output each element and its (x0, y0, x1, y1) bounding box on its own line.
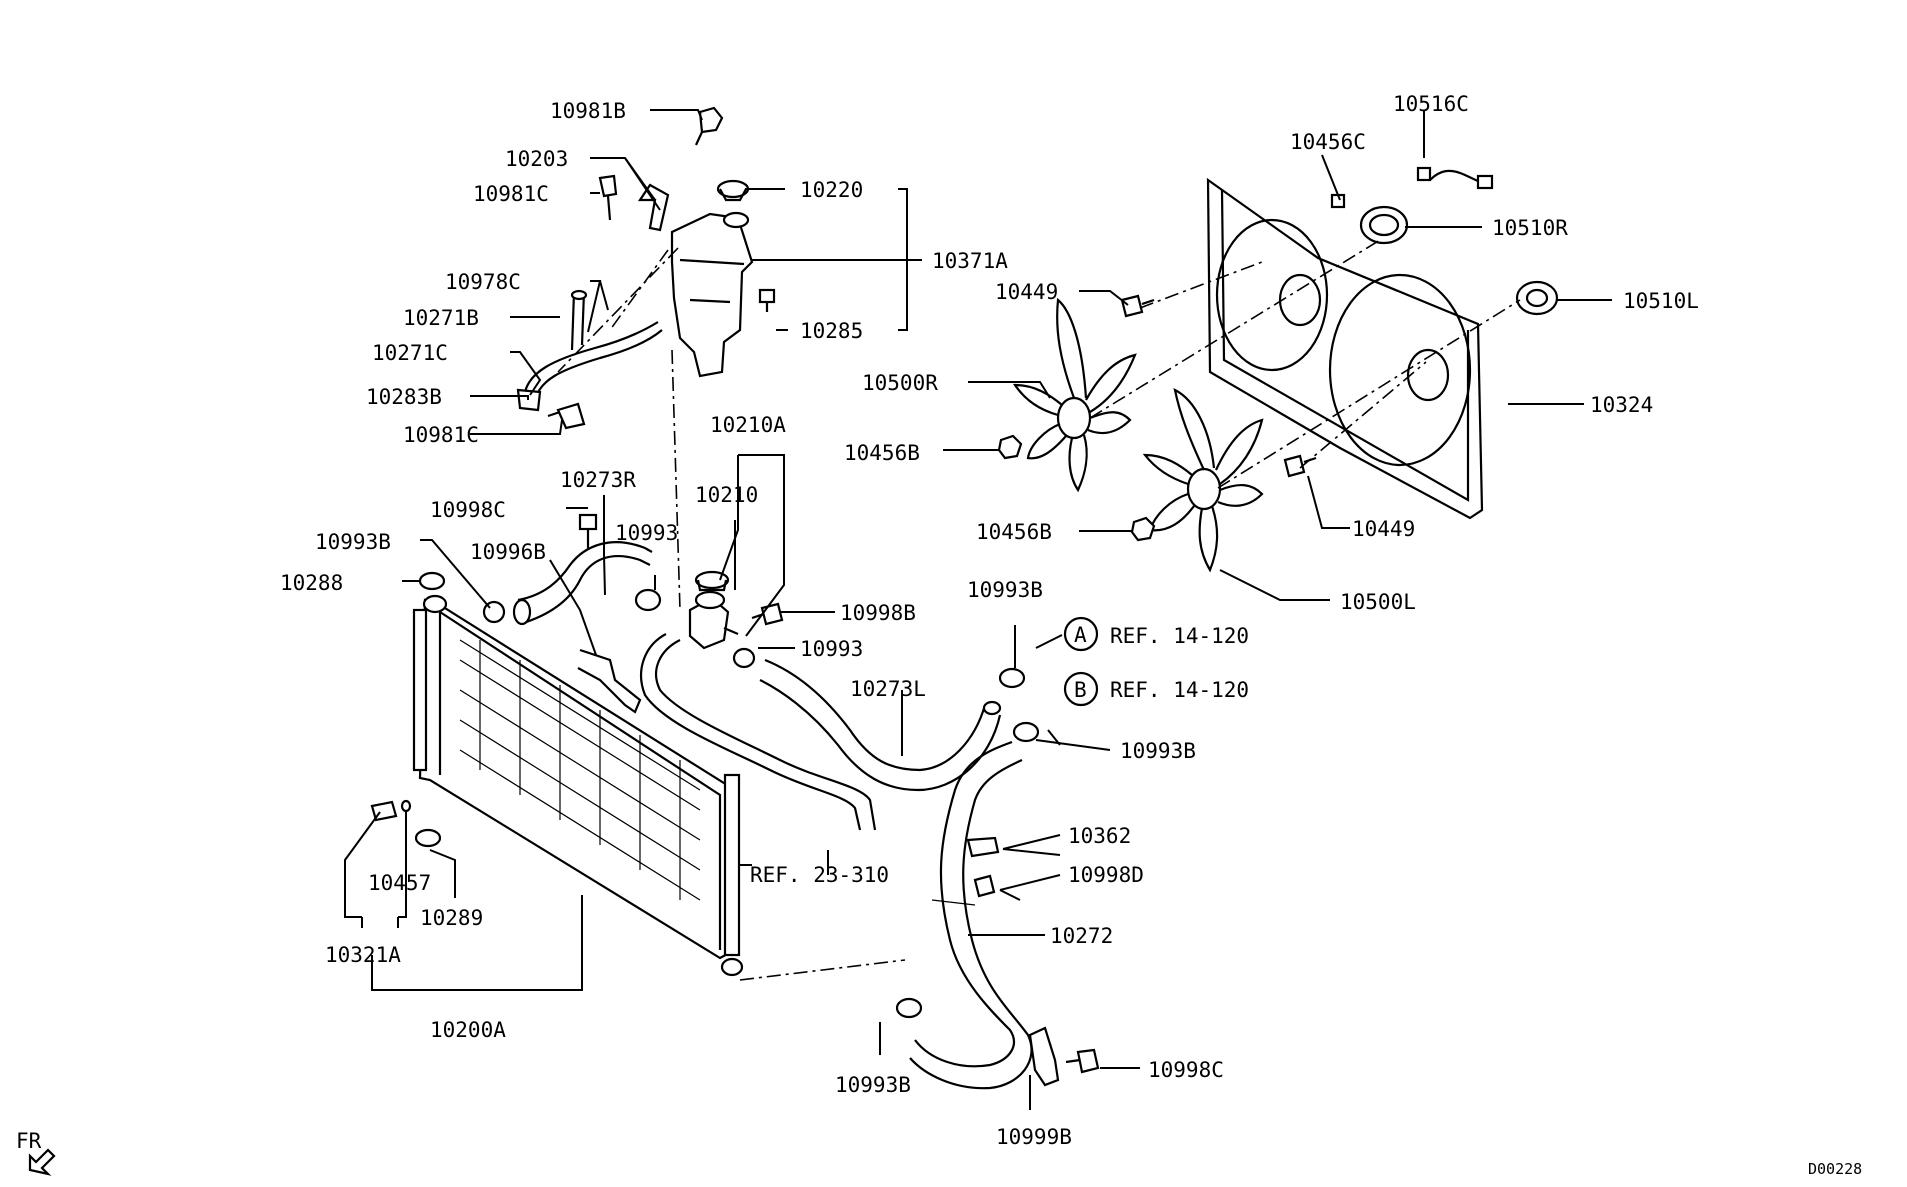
bolt-icon (547, 402, 586, 430)
connector-10516C (1416, 166, 1494, 190)
label-10449-b: 10449 (1352, 517, 1415, 541)
leader-lines (344, 109, 1612, 1110)
label-10978C: 10978C (445, 270, 521, 294)
fan-motor-10510L (1515, 280, 1559, 316)
overflow-hose (523, 289, 663, 401)
bracket-10996B (577, 648, 642, 714)
label-10999B: 10999B (996, 1125, 1072, 1149)
label-10500L: 10500L (1340, 590, 1416, 614)
upper-hose-10273R (512, 541, 653, 626)
bolt-icon (758, 288, 776, 312)
bolt-icon (598, 174, 618, 221)
label-10203: 10203 (505, 147, 568, 171)
bracket-10203 (637, 183, 670, 232)
label-10273R: 10273R (560, 468, 636, 492)
label-10981C-a: 10981C (473, 182, 549, 206)
bolt-icon (973, 874, 996, 898)
label-10981B: 10981B (550, 99, 626, 123)
alignment-lines (557, 239, 1521, 981)
mount-10289 (414, 828, 442, 848)
label-10285: 10285 (800, 319, 863, 343)
front-arrow-icon (28, 1148, 56, 1176)
label-10993B-d: 10993B (835, 1073, 911, 1097)
reservoir-tank (670, 211, 754, 378)
cap-10210 (694, 570, 730, 592)
water-outlet-10210 (688, 590, 739, 650)
label-10200A: 10200A (430, 1018, 506, 1042)
bolt-icon (1065, 1048, 1100, 1074)
label-10981C-b: 10981C (403, 423, 479, 447)
label-10210: 10210 (695, 483, 758, 507)
label-10456B-b: 10456B (976, 520, 1052, 544)
hose-clamp-icon (895, 997, 923, 1019)
hose-clamp-icon (998, 667, 1040, 743)
fan-motor-10510R (1359, 205, 1409, 245)
label-10271C: 10271C (372, 341, 448, 365)
label-10220: 10220 (800, 178, 863, 202)
clip-10362 (966, 836, 1000, 858)
label-10371A: 10371A (932, 249, 1008, 273)
part-labels: 10981B 10203 10220 10981C 10371A 10978C … (16, 92, 1862, 1178)
label-10288: 10288 (280, 571, 343, 595)
label-10456C: 10456C (1290, 130, 1366, 154)
label-ref-23-310: REF. 23-310 (750, 863, 889, 887)
callout-a (1063, 616, 1099, 652)
label-10993B-c: 10993B (1120, 739, 1196, 763)
label-10362: 10362 (1068, 824, 1131, 848)
label-10993-b: 10993 (800, 637, 863, 661)
label-10210A: 10210A (710, 413, 786, 437)
label-10272: 10272 (1050, 924, 1113, 948)
label-10998D: 10998D (1068, 863, 1144, 887)
label-ref-a: REF. 14-120 (1110, 624, 1249, 648)
radiator-cap-10288 (418, 571, 446, 591)
label-10998B: 10998B (840, 601, 916, 625)
radiator (412, 594, 744, 977)
fan-blade-10500L (1142, 388, 1264, 573)
bracket-10999B (1028, 1026, 1060, 1087)
label-10283B: 10283B (366, 385, 442, 409)
o-ring-10457 (400, 799, 412, 813)
label-10510L: 10510L (1623, 289, 1699, 313)
label-diagram-code: D00228 (1808, 1160, 1862, 1178)
callout-b (1063, 671, 1099, 707)
label-10289: 10289 (420, 906, 483, 930)
label-10271B: 10271B (403, 306, 479, 330)
label-10993-a: 10993 (615, 521, 678, 545)
label-10457: 10457 (368, 871, 431, 895)
label-ref-b: REF. 14-120 (1110, 678, 1249, 702)
label-10998C-b: 10998C (1148, 1058, 1224, 1082)
label-10993B-a: 10993B (315, 530, 391, 554)
label-10456B-a: 10456B (844, 441, 920, 465)
callout-a-letter: A (1074, 623, 1087, 647)
label-10273L: 10273L (850, 677, 926, 701)
label-front-marker: FR (16, 1129, 42, 1153)
lower-hose-10272 (909, 740, 1033, 1090)
label-10993B-b: 10993B (967, 578, 1043, 602)
upper-hose-10273L (759, 658, 1002, 792)
hose-clamp-icon (482, 588, 662, 624)
bypass-hose (640, 633, 877, 831)
label-10996B: 10996B (470, 540, 546, 564)
label-10321A: 10321A (325, 943, 401, 967)
label-10510R: 10510R (1492, 216, 1568, 240)
bolt-icon (695, 106, 724, 146)
label-10324: 10324 (1590, 393, 1653, 417)
reservoir-cap (716, 179, 750, 202)
label-10516C: 10516C (1393, 92, 1469, 116)
label-10449-a: 10449 (995, 280, 1058, 304)
hose-clamp-icon (732, 647, 756, 669)
label-10998C-a: 10998C (430, 498, 506, 522)
label-10500R: 10500R (862, 371, 938, 395)
callout-b-letter: B (1074, 678, 1087, 702)
bolt-icon (578, 513, 598, 548)
fan-blade-10500R (1012, 297, 1137, 493)
